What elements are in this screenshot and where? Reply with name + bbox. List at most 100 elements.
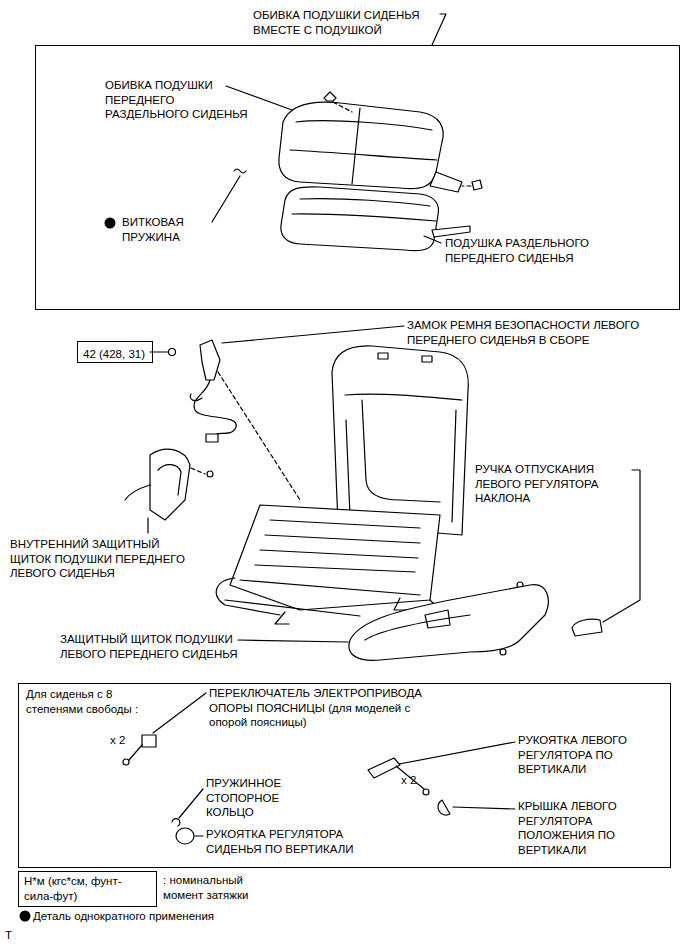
snap-ring — [172, 819, 180, 826]
quantity-label: x 2 — [401, 773, 431, 788]
seat-frame — [216, 578, 280, 615]
leader-line — [195, 835, 203, 836]
leader-line — [222, 326, 404, 343]
inner-shield — [125, 449, 190, 520]
seat-back — [378, 353, 388, 359]
quantity-label: x 2 — [110, 733, 140, 748]
box-heading: Для сиденья с 8 степенями свободы : — [26, 687, 144, 716]
outer-shield — [349, 585, 548, 661]
lumbar-switch — [142, 735, 156, 747]
cushion-pad — [281, 187, 470, 251]
single-use-mark — [20, 911, 31, 922]
cushion-pad — [281, 187, 439, 251]
hidden-line — [218, 372, 300, 500]
bolt — [207, 471, 213, 477]
leader-line — [226, 86, 292, 110]
part-label: ОБИВКА ПОДУШКИ ПЕРЕДНЕГО РАЗДЕЛЬНОГО СИД… — [105, 78, 260, 122]
seat-back — [362, 400, 440, 502]
cushion-cover — [290, 150, 437, 160]
coil-spring — [234, 169, 246, 173]
seat-frame — [216, 505, 440, 624]
cushion-cover — [352, 108, 360, 184]
cushion-cover — [279, 102, 443, 188]
part-label: ЗАМОК РЕМНЯ БЕЗОПАСНОСТИ ЛЕВОГО ПЕРЕДНЕГ… — [407, 318, 679, 347]
adjuster-knob — [176, 828, 194, 844]
release-handle — [572, 619, 602, 636]
hidden-line — [191, 102, 517, 650]
leader-line — [153, 693, 206, 733]
box-heading: Н*м (кгс*см, фунт-сила-фут) — [24, 874, 149, 903]
cushion-cover — [430, 172, 462, 192]
inner-shield — [150, 449, 190, 520]
part-label: ПРУЖИННОЕ СТОПОРНОЕ КОЛЬЦО — [206, 776, 296, 820]
adjuster-knob — [176, 828, 194, 844]
seat-belt-buckle — [206, 434, 218, 442]
heading-leader — [432, 14, 446, 45]
legend-item: Деталь однократного применения — [33, 909, 293, 924]
seat-back — [346, 420, 350, 516]
legend-item: : номинальный момент затяжки — [163, 873, 278, 902]
bolt — [169, 349, 176, 356]
leader-line — [238, 640, 348, 642]
bolt — [423, 789, 429, 795]
cushion-cover — [279, 102, 462, 192]
coil-spring — [234, 169, 246, 173]
bolt — [500, 649, 506, 655]
lumbar-switch — [129, 745, 142, 760]
seat-belt-buckle — [200, 340, 220, 380]
part-label: РУКОЯТКА ЛЕВОГО РЕГУЛЯТОРА ПО ВЕРТИКАЛИ — [518, 733, 653, 777]
hidden-line — [191, 468, 205, 474]
leader-line — [148, 86, 640, 836]
part-label: ПОДУШКА РАЗДЕЛЬНОГО ПЕРЕДНЕГО СИДЕНЬЯ — [445, 236, 620, 265]
bolt — [123, 759, 129, 765]
inner-shield — [125, 485, 150, 500]
box-heading: ОБИВКА ПОДУШКИ СИДЕНЬЯ ВМЕСТЕ С ПОДУШКОЙ — [253, 8, 438, 37]
clip — [472, 180, 482, 190]
part-label: ВНУТРЕННИЙ ЗАЩИТНЫЙ ЩИТОК ПОДУШКИ ПЕРЕДН… — [10, 537, 200, 581]
vertical-cover — [438, 800, 450, 815]
seat-back — [452, 410, 456, 522]
clip — [324, 92, 336, 101]
single-use-mark — [105, 218, 116, 229]
cushion-pad — [292, 214, 436, 221]
hidden-line — [333, 102, 352, 112]
seat-back — [345, 394, 462, 400]
cushion-pad — [432, 226, 470, 237]
clip — [324, 92, 482, 190]
seat-belt-buckle — [190, 340, 236, 442]
box-heading: 42 (428, 31) — [83, 347, 145, 362]
part-label: РУЧКА ОТПУСКАНИЯ ЛЕВОГО РЕГУЛЯТОРА НАКЛО… — [475, 462, 625, 506]
part-label: РУКОЯТКА РЕГУЛЯТОРА СИДЕНЬЯ ПО ВЕРТИКАЛИ — [206, 827, 381, 856]
inner-shield — [158, 465, 181, 495]
leader-line — [147, 518, 148, 533]
leader-line — [399, 742, 515, 764]
seat-belt-buckle — [194, 380, 236, 436]
leader-line — [424, 236, 441, 243]
seat-back — [332, 346, 468, 535]
part-label: КРЫШКА ЛЕВОГО РЕГУЛЯТОРА ПОЛОЖЕНИЯ ПО ВЕ… — [518, 799, 643, 857]
heading-leader — [432, 14, 446, 45]
leader-line — [603, 470, 640, 622]
legend-text: Деталь однократного применения — [33, 910, 214, 922]
leader-line — [179, 789, 203, 818]
legend-text: : номинальный момент затяжки — [163, 874, 248, 901]
leader-line — [212, 176, 240, 222]
hidden-line — [462, 185, 471, 186]
leader-line — [453, 807, 515, 809]
seat-frame — [255, 520, 420, 572]
seat-illustration — [123, 14, 640, 844]
seat-back — [332, 346, 468, 535]
unit-box: Н*м (кгс*см, фунт-сила-фут) — [18, 871, 157, 907]
vertical-cover — [438, 800, 450, 815]
vertical-handle — [368, 758, 400, 778]
release-handle — [572, 619, 602, 636]
part-label: ПЕРЕКЛЮЧАТЕЛЬ ЭЛЕКТРОПРИВОДА ОПОРЫ ПОЯСН… — [209, 686, 444, 730]
outer-shield — [349, 585, 548, 661]
snap-ring — [172, 819, 180, 826]
seat-belt-buckle — [190, 394, 202, 401]
figure-code: T — [5, 928, 25, 943]
lumbar-switch — [129, 735, 156, 760]
